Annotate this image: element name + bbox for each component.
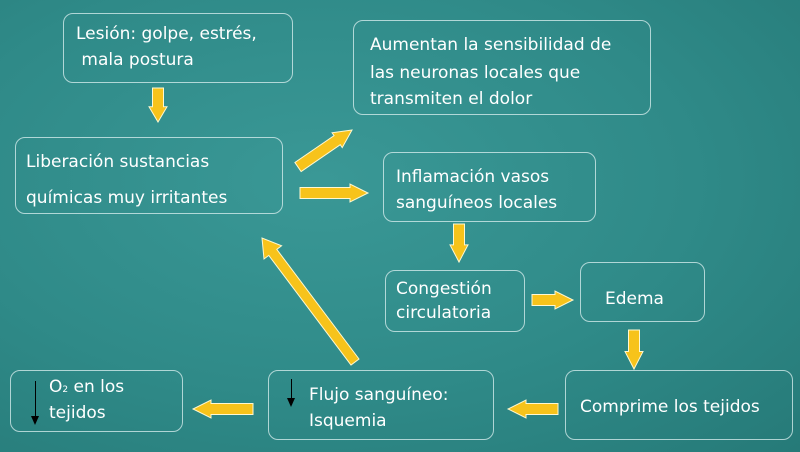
arrow-inflamacion-to-congestion	[449, 223, 469, 264]
node-text: Inflamación vasos	[396, 167, 550, 187]
node-oxigeno: O2 en los tejidos	[10, 370, 183, 432]
arrow-liberacion-to-aumentan	[294, 129, 353, 173]
node-liberacion: Liberación sustancias químicas muy irrit…	[15, 137, 283, 214]
arrow-flujo-to-liberacion	[261, 237, 360, 366]
node-comprime: Comprime los tejidos	[565, 370, 793, 440]
oxygen-rest: en los	[68, 377, 125, 397]
node-aumentan: Aumentan la sensibilidad de las neuronas…	[353, 20, 651, 115]
node-text: químicas muy irritantes	[26, 188, 228, 208]
node-text: Edema	[605, 289, 664, 309]
node-text: mala postura	[76, 50, 194, 70]
down-arrow-icon	[31, 381, 39, 425]
node-inflamacion: Inflamación vasos sanguíneos locales	[383, 152, 596, 222]
arrow-comprime-to-flujo	[506, 399, 559, 419]
oxygen-subscript: 2	[62, 385, 69, 395]
down-arrow-icon	[287, 379, 295, 407]
node-text: Flujo sanguíneo:	[309, 385, 449, 405]
node-lesion: Lesión: golpe, estrés, mala postura	[63, 13, 293, 83]
node-text: O2 en los	[49, 375, 124, 402]
node-text: Comprime los tejidos	[580, 397, 760, 417]
arrow-flujo-to-oxigeno	[191, 399, 254, 419]
node-text: sanguíneos locales	[396, 193, 558, 213]
node-text: circulatoria	[396, 303, 492, 323]
arrow-congestion-to-edema	[531, 290, 575, 310]
node-text: Isquemia	[309, 411, 387, 431]
oxygen-symbol: O	[49, 377, 63, 397]
node-text: las neuronas locales que	[370, 63, 581, 83]
arrow-edema-to-comprime	[624, 329, 644, 371]
arrow-lesion-to-liberacion	[148, 87, 168, 123]
arrow-liberacion-to-inflamacion	[299, 183, 370, 203]
node-text: Liberación sustancias	[26, 152, 210, 172]
node-edema: Edema	[580, 262, 705, 322]
node-text: transmiten el dolor	[370, 89, 533, 109]
node-text: Congestión	[396, 279, 492, 299]
node-text: Aumentan la sensibilidad de	[370, 35, 612, 55]
node-text: Lesión: golpe, estrés,	[76, 24, 257, 44]
node-flujo: Flujo sanguíneo: Isquemia	[268, 370, 494, 440]
node-text: tejidos	[49, 403, 106, 423]
node-congestion: Congestión circulatoria	[385, 270, 525, 332]
